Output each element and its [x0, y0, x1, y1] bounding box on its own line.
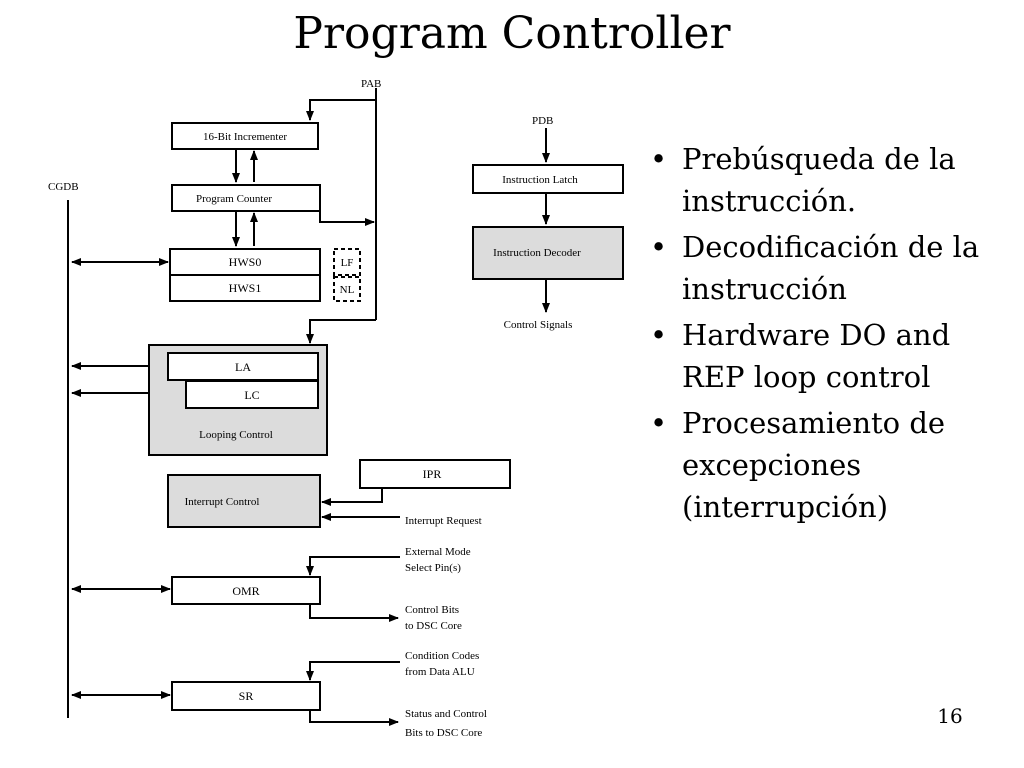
incrementer-label: 16-Bit Incrementer — [203, 131, 287, 143]
omr-block — [171, 576, 321, 605]
bullet-list: • Prebúsqueda de la instrucción. • Decodif… — [648, 138, 1008, 532]
nl-label: NL — [340, 284, 355, 296]
ipr-to-interrupt-arrow — [321, 488, 383, 506]
control-bits-label-1: Control Bits — [405, 604, 459, 616]
bullet-dot-icon: • — [650, 318, 668, 352]
external-mode-label-1: External Mode — [405, 546, 471, 558]
nl-block — [333, 276, 361, 302]
instruction-decoder-label: Instruction Decoder — [493, 247, 581, 259]
condition-codes-arrow — [306, 661, 400, 681]
status-bits-label-1: Status and Control — [405, 708, 487, 720]
bullet-text: Hardware DO and REP loop control — [682, 318, 951, 394]
bullet-item: • Hardware DO and REP loop control — [648, 314, 1008, 398]
instruction-latch-block — [472, 164, 624, 194]
bullet-item: • Decodificación de la instrucción — [648, 226, 1008, 310]
status-bits-label-2: Bits to DSC Core — [405, 727, 482, 739]
omr-label: OMR — [232, 584, 259, 598]
page-title: Program Controller — [293, 8, 731, 59]
la-label: LA — [235, 360, 251, 374]
page-number: 16 — [937, 704, 963, 728]
ipr-block — [359, 459, 511, 489]
hws0-label: HWS0 — [229, 255, 262, 269]
external-mode-label-2: Select Pin(s) — [405, 562, 461, 574]
lf-label: LF — [341, 257, 354, 269]
omr-control-bits-arrow — [309, 604, 399, 622]
interrupt-request-label: Interrupt Request — [405, 515, 482, 527]
instruction-decoder-block — [472, 226, 624, 280]
pab-label: PAB — [361, 78, 381, 90]
sr-label: SR — [239, 689, 254, 703]
bullet-dot-icon: • — [650, 142, 668, 176]
pab-to-incrementer-arrow — [306, 99, 376, 121]
pab-to-looping-arrow — [306, 319, 376, 344]
hws1-block — [169, 274, 321, 302]
looping-control-label: Looping Control — [199, 429, 273, 441]
interrupt-control-label: Interrupt Control — [185, 496, 260, 508]
incrementer-block — [171, 122, 319, 150]
lc-label: LC — [244, 388, 259, 402]
external-mode-arrow — [306, 556, 400, 576]
bullet-dot-icon: • — [650, 230, 668, 264]
interrupt-control-block — [167, 474, 321, 528]
control-bits-label-2: to DSC Core — [405, 620, 462, 632]
lf-block — [333, 248, 361, 276]
control-signals-label: Control Signals — [504, 319, 573, 331]
pc-to-pab-arrow — [319, 210, 375, 226]
pdb-label: PDB — [532, 115, 553, 127]
lc-block — [185, 380, 319, 409]
sr-status-bits-arrow — [309, 710, 399, 726]
bullet-text: Decodificación de la instrucción — [682, 230, 980, 306]
bullet-item: • Prebúsqueda de la instrucción. — [648, 138, 1008, 222]
bullet-dot-icon: • — [650, 406, 668, 440]
bullet-text: Prebúsqueda de la instrucción. — [682, 142, 956, 218]
ipr-label: IPR — [423, 467, 442, 481]
condition-codes-label-2: from Data ALU — [405, 666, 475, 678]
bullet-text: Procesamiento de excepciones (interrupci… — [682, 406, 946, 524]
sr-block — [171, 681, 321, 711]
program-counter-block — [171, 184, 321, 212]
program-counter-label: Program Counter — [196, 193, 272, 205]
instruction-latch-label: Instruction Latch — [502, 174, 578, 186]
hws1-label: HWS1 — [229, 281, 262, 295]
bullet-item: • Procesamiento de excepciones (interrupc… — [648, 402, 1008, 528]
cgdb-label: CGDB — [48, 181, 79, 193]
condition-codes-label-1: Condition Codes — [405, 650, 479, 662]
